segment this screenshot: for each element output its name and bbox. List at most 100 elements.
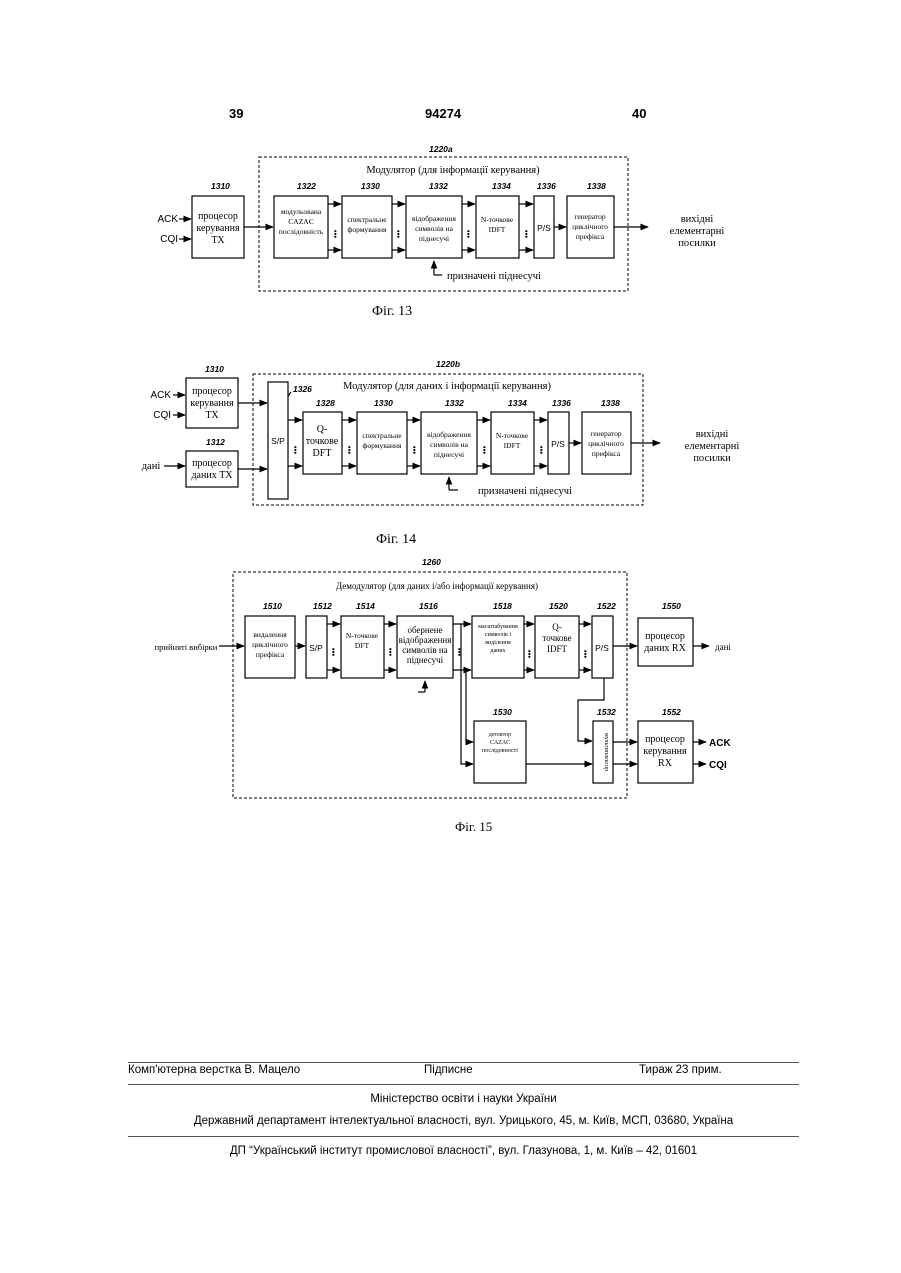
- footer-institute: ДП “Український інститут промислової вла…: [128, 1145, 799, 1157]
- output-label: елементарні: [670, 226, 725, 237]
- ellipsis: •••: [345, 446, 354, 455]
- footer-rule: [128, 1136, 799, 1137]
- block-label: процесор: [645, 631, 685, 642]
- block-label: Q-: [552, 622, 562, 632]
- modulator-title: Модулятор (для даних і інформації керува…: [343, 381, 551, 392]
- figure-14: 1220b Модулятор (для даних і інформації …: [142, 359, 740, 505]
- input-ack: ACK: [150, 390, 171, 401]
- output-label: посилки: [693, 453, 731, 464]
- input-label: прийняті вибірки: [155, 642, 218, 652]
- block-label: N-точкове: [346, 631, 379, 640]
- block-label: DFT: [313, 448, 332, 459]
- block-label: N-точкове: [496, 431, 529, 440]
- block-label: детектор: [489, 732, 511, 738]
- block-label: даних: [490, 648, 505, 654]
- ref-label: 1220a: [429, 144, 453, 154]
- demodulator-title: Демодулятор (для даних і/або інформації …: [336, 581, 538, 591]
- block-label: циклічного: [588, 439, 624, 448]
- assigned-subcarriers-label: призначені піднесучі: [447, 271, 541, 282]
- block-label: P/S: [551, 439, 565, 449]
- block-label: S/P: [271, 436, 285, 446]
- footer-ministry: Міністерство освіти і науки України: [128, 1093, 799, 1105]
- block-label: обернене: [407, 625, 442, 635]
- block-label: мультиплексор: [603, 733, 609, 771]
- block-label: формування: [363, 441, 403, 450]
- block-label: формування: [348, 225, 388, 234]
- ref-label: 1516: [419, 601, 438, 611]
- ellipsis: •••: [455, 648, 464, 657]
- ref-label: 1336: [552, 398, 571, 408]
- ref-label: 1312: [206, 437, 225, 447]
- block-label: відображення: [399, 635, 452, 645]
- block-label: точкове: [306, 436, 339, 447]
- ref-label: 1338: [587, 181, 606, 191]
- block-label: IDFT: [504, 441, 521, 450]
- ellipsis: •••: [464, 230, 473, 239]
- footer-department: Державний департамент інтелектуальної вл…: [128, 1115, 799, 1127]
- ref-label: 1332: [445, 398, 464, 408]
- footer-circulation: Тираж 23 прим.: [639, 1064, 722, 1076]
- block-label: префікса: [256, 650, 285, 659]
- ref-label: 1512: [313, 601, 332, 611]
- ellipsis: •••: [522, 230, 531, 239]
- block-label: IDFT: [547, 644, 568, 654]
- block-label: символів на: [415, 224, 453, 233]
- arrow-to-detector: [461, 624, 473, 764]
- ref-label: 1532: [597, 707, 616, 717]
- block-label: даних RX: [644, 643, 686, 654]
- block-label: виділення: [485, 640, 511, 646]
- block-label: циклічного: [572, 222, 608, 231]
- block-label: процесор: [645, 734, 685, 745]
- block-label: процесор: [198, 211, 238, 222]
- ref-label: 1334: [492, 181, 511, 191]
- block-label: S/P: [309, 643, 323, 653]
- assigned-subcarriers-label: призначені піднесучі: [478, 486, 572, 497]
- output-label: посилки: [678, 238, 716, 249]
- footer-signed: Підписне: [424, 1064, 473, 1076]
- ref-label: 1522: [597, 601, 616, 611]
- ellipsis: •••: [525, 650, 534, 659]
- footer-rule: [128, 1062, 799, 1063]
- modulator-title: Модулятор (для інформації керування): [366, 165, 540, 176]
- block-label: циклічного: [252, 640, 288, 649]
- block-label: відображення: [427, 430, 472, 439]
- block-label: спектральне: [362, 431, 402, 440]
- figure-caption: Фіг. 15: [455, 819, 492, 835]
- ref-label: 1332: [429, 181, 448, 191]
- block-label: масштабування: [478, 623, 518, 630]
- output-label: вихідні: [681, 214, 714, 225]
- block-label: піднесучі: [407, 655, 444, 665]
- input-ack: ACK: [157, 214, 178, 225]
- block-label: RX: [658, 758, 673, 769]
- block-label: модульована: [281, 207, 322, 216]
- block-label: відображення: [412, 214, 457, 223]
- block-label: процесор: [192, 386, 232, 397]
- ellipsis: •••: [291, 446, 300, 455]
- ref-label: 1326: [293, 384, 312, 394]
- rx-data-processor-block: [638, 618, 693, 666]
- ref-label: 1510: [263, 601, 282, 611]
- block-label: точкове: [542, 633, 571, 643]
- block-label: символів і: [485, 632, 511, 638]
- output-ack: ACK: [709, 738, 731, 749]
- output-label: елементарні: [685, 441, 740, 452]
- ellipsis: •••: [537, 446, 546, 455]
- block-label: префікса: [592, 449, 621, 458]
- footer-layout: Комп'ютерна верстка В. Мацело: [128, 1064, 300, 1076]
- ref-label: 1518: [493, 601, 512, 611]
- ellipsis: •••: [410, 446, 419, 455]
- block-label: TX: [211, 235, 225, 246]
- output-cqi: CQI: [709, 760, 727, 771]
- block-label: процесор: [192, 458, 232, 469]
- block-label: послідовності: [482, 748, 518, 754]
- block-label: N-точкове: [481, 215, 514, 224]
- block-label: P/S: [595, 643, 609, 653]
- block-label: піднесучі: [434, 450, 464, 459]
- ellipsis: •••: [394, 230, 403, 239]
- ref-label: 1260: [422, 557, 441, 567]
- ellipsis: •••: [386, 648, 395, 657]
- block-label: CAZAC: [490, 740, 510, 746]
- output-label: вихідні: [696, 429, 729, 440]
- tx-data-processor-block: [186, 451, 238, 487]
- figure-caption: Фіг. 13: [372, 304, 412, 320]
